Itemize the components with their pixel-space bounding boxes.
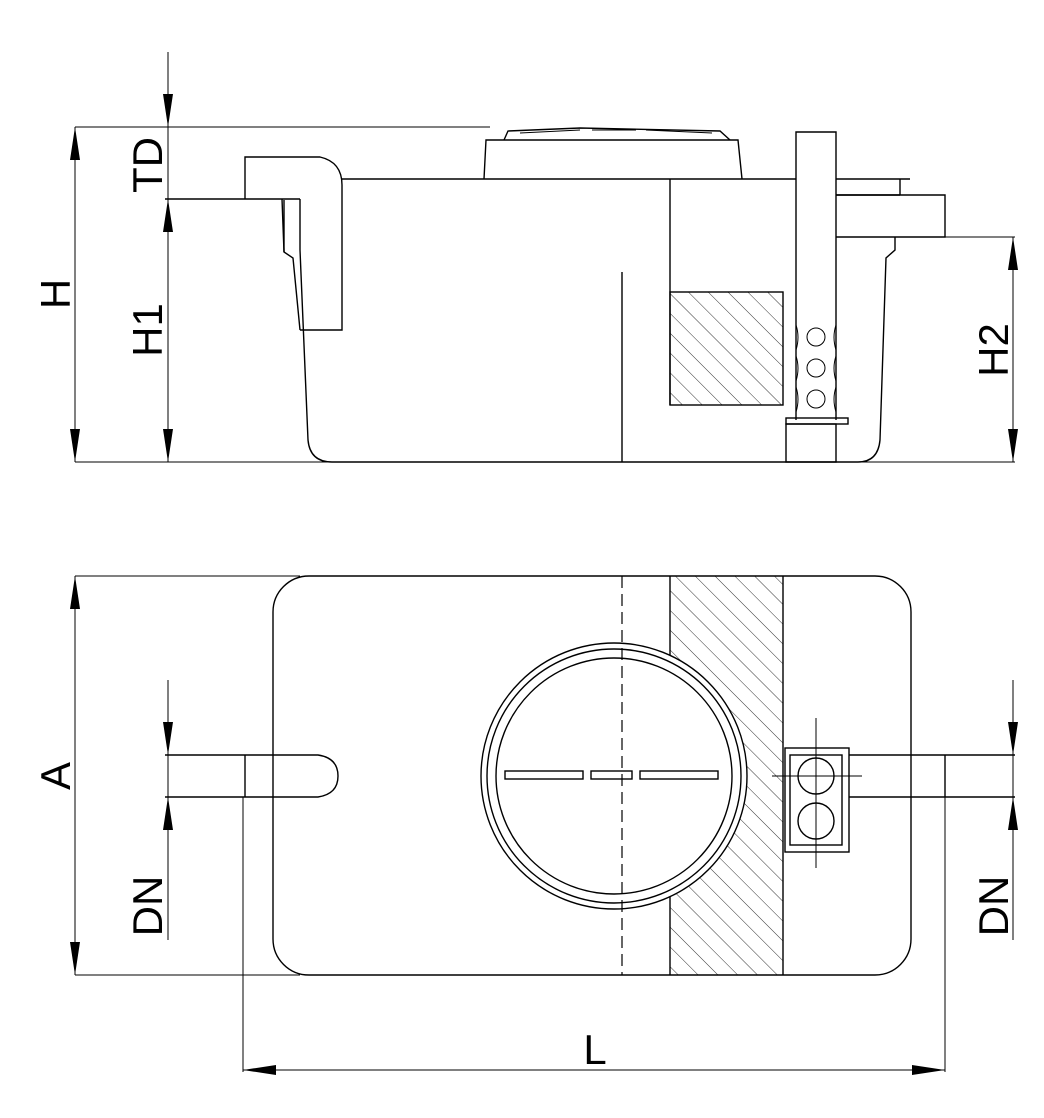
label-h2: H2 (970, 323, 1017, 377)
top-view: A DN DN L (32, 575, 1018, 1075)
tank-body (299, 199, 896, 463)
tank-plan (272, 575, 912, 976)
filter-block-side (669, 291, 784, 406)
label-h1: H1 (124, 303, 171, 357)
outlet-pipe-plan (849, 754, 1015, 798)
outlet-pipe-side (836, 194, 946, 238)
label-dn-right: DN (970, 876, 1017, 937)
inlet-elbow (244, 156, 343, 331)
label-h: H (32, 279, 79, 309)
label-a: A (32, 762, 79, 790)
lid-plan (480, 642, 748, 910)
lid (483, 139, 743, 180)
inlet-pipe-plan (165, 754, 339, 798)
side-view: TD H H1 H2 (32, 52, 1018, 463)
outlet-riser (795, 131, 837, 420)
label-l: L (583, 1026, 606, 1073)
label-td: TD (124, 137, 171, 193)
label-dn-left: DN (124, 876, 171, 937)
